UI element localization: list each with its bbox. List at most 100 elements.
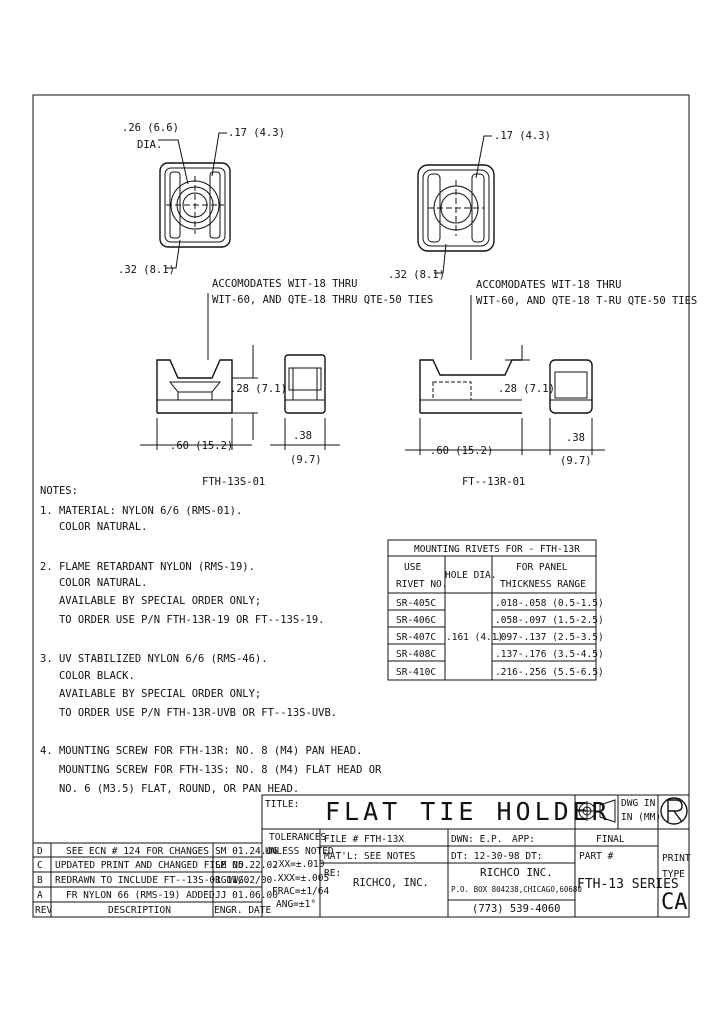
left-height-dim: .28 (7.1) xyxy=(230,383,287,395)
tolerance-line: .XX=±.010 xyxy=(273,859,325,870)
rev-head: REV xyxy=(35,905,52,916)
right-caption: FT--13R-01 xyxy=(462,476,525,488)
note-line: 1. MATERIAL: NYLON 6/6 (RMS-01). xyxy=(40,505,242,517)
company-name: RICHCO INC. xyxy=(480,866,553,879)
desc-head: DESCRIPTION xyxy=(108,905,171,916)
drawn-by: DWN: E.P. xyxy=(451,834,502,845)
note-line: COLOR NATURAL. xyxy=(40,577,147,589)
range-cell: .216-.256 (5.5-6.5) xyxy=(495,667,604,678)
material: MAT'L: SEE NOTES xyxy=(324,851,416,862)
left-top-view xyxy=(159,162,231,248)
left-depth-dim-1: .38 xyxy=(293,430,312,442)
drawing-title: FLAT TIE HOLDER xyxy=(325,797,611,826)
rev-letter: B xyxy=(37,875,43,886)
note-line: TO ORDER USE P/N FTH-13R-UVB OR FT--13S-… xyxy=(40,707,337,719)
left-caption: FTH-13S-01 xyxy=(202,476,265,488)
rivet-cell: SR-410C xyxy=(396,667,436,678)
right-slot-dim: .17 (4.3) xyxy=(494,130,551,142)
note-line: COLOR NATURAL. xyxy=(40,521,147,533)
final-status: FINAL xyxy=(596,834,625,845)
tolerance-line: UNLESS NOTED xyxy=(265,846,334,857)
left-front-view xyxy=(156,345,258,440)
left-accommodates-1: ACCOMODATES WIT-18 THRU xyxy=(212,278,357,290)
range-cell: .137-.176 (3.5-4.5) xyxy=(495,649,604,660)
right-top-view xyxy=(417,164,495,252)
range-col-head: FOR PANEL xyxy=(516,562,568,573)
file-number: FILE # FTH-13X xyxy=(324,834,404,845)
note-line: AVAILABLE BY SPECIAL ORDER ONLY; xyxy=(40,595,261,607)
left-dia-dim-2: DIA. xyxy=(137,139,162,151)
company-address: P.O. BOX 804238,CHICAGO,60680 xyxy=(451,885,582,894)
rev-date: SM 05.22.02 xyxy=(215,860,278,871)
notes-block: NOTES: 1. MATERIAL: NYLON 6/6 (RMS-01). … xyxy=(40,485,382,795)
rev-description: UPDATED PRINT AND CHANGED FILE NO. xyxy=(55,860,249,871)
rivet-col-head: RIVET NO. xyxy=(396,579,447,590)
tolerance-line: .XXX=±.005 xyxy=(272,873,329,884)
note-line: COLOR BLACK. xyxy=(40,670,135,682)
title-block: TITLE: FLAT TIE HOLDER DWG IN IN (MM) FI… xyxy=(261,794,691,918)
title-label: TITLE: xyxy=(265,799,299,810)
range-cell: .058-.097 (1.5-2.5) xyxy=(495,615,604,626)
rivet-cell: SR-405C xyxy=(396,598,436,609)
tolerance-line: ANG=±1° xyxy=(276,899,316,910)
part-number: FTH-13 SERIES xyxy=(577,877,679,892)
note-line: AVAILABLE BY SPECIAL ORDER ONLY; xyxy=(40,688,261,700)
hole-dia-value: .161 (4.1) xyxy=(446,632,503,643)
left-dia-dim: .26 (6.6) xyxy=(122,122,179,134)
note-line: MOUNTING SCREW FOR FTH-13S: NO. 8 (M4) F… xyxy=(40,764,382,776)
re-value: RICHCO, INC. xyxy=(353,877,429,889)
right-side-view xyxy=(549,359,593,414)
projection-symbol-icon xyxy=(577,799,616,823)
left-side-dim: .32 (8.1) xyxy=(118,264,175,276)
print-type-label: PRINT xyxy=(662,853,691,864)
note-line: TO ORDER USE P/N FTH-13R-19 OR FT--13S-1… xyxy=(40,614,324,626)
rev-description: REDRAWN TO INCLUDE FT--13S-01 DWG. xyxy=(55,875,249,886)
rivet-cell: SR-407C xyxy=(396,632,436,643)
right-accommodates-2: WIT-60, AND QTE-18 T-RU QTE-50 TIES xyxy=(476,295,697,307)
left-width-dim: .60 (15.2) xyxy=(170,440,233,452)
tolerance-line: TOLERANCES xyxy=(269,832,326,843)
right-accommodates-1: ACCOMODATES WIT-18 THRU xyxy=(476,279,621,291)
rev-description: SEE ECN # 124 FOR CHANGES xyxy=(66,846,209,857)
date-head: ENGR. DATE xyxy=(214,905,271,916)
rev-letter: D xyxy=(37,846,43,857)
rivet-cell: SR-408C xyxy=(396,649,436,660)
right-height-dim: .28 (7.1) xyxy=(498,383,555,395)
left-accommodates-2: WIT-60, AND QTE-18 THRU QTE-50 TIES xyxy=(212,294,433,306)
right-depth-dim-1: .38 xyxy=(566,432,585,444)
tolerance-line: FRAC=±1/64 xyxy=(272,886,329,897)
right-front-view xyxy=(419,345,530,414)
range-cell: .018-.058 (0.5-1.5) xyxy=(495,598,604,609)
note-line: NO. 6 (M3.5) FLAT, ROUND, OR PAN HEAD. xyxy=(40,783,299,795)
rev-date: JJ 01.06.00 xyxy=(215,890,278,901)
right-width-dim: .60 (15.2) xyxy=(430,445,493,457)
rev-date: SM 01.24.06 xyxy=(215,846,278,857)
notes-heading: NOTES: xyxy=(40,485,78,497)
richco-logo-icon xyxy=(660,797,688,825)
print-type-label-2: TYPE xyxy=(662,869,685,880)
rivet-table: MOUNTING RIVETS FOR - FTH-13R USE RIVET … xyxy=(387,539,604,681)
hole-col-head: HOLE DIA. xyxy=(445,570,496,581)
rivet-cell: SR-406C xyxy=(396,615,436,626)
right-side-dim: .32 (8.1) xyxy=(388,269,445,281)
re-label: RE: xyxy=(324,868,341,879)
rev-date: RG11/02/00 xyxy=(215,875,272,886)
approved-by: APP: xyxy=(512,834,535,845)
revision-block: D SEE ECN # 124 FOR CHANGES SM 01.24.06 … xyxy=(32,842,278,918)
dwg-in-mm: IN (MM) xyxy=(621,812,661,823)
print-type-value: CA xyxy=(661,890,688,915)
right-depth-dim-2: (9.7) xyxy=(560,455,592,467)
drawing-date: DT: 12-30-98 DT: xyxy=(451,851,543,862)
left-side-view xyxy=(284,354,326,414)
rev-description: FR NYLON 66 (RMS-19) ADDED xyxy=(66,890,215,901)
rivet-table-title: MOUNTING RIVETS FOR - FTH-13R xyxy=(414,544,580,555)
range-cell: .097-.137 (2.5-3.5) xyxy=(495,632,604,643)
left-depth-dim-2: (9.7) xyxy=(290,454,322,466)
note-line: 3. UV STABILIZED NYLON 6/6 (RMS-46). xyxy=(40,653,268,665)
left-slot-dim: .17 (4.3) xyxy=(228,127,285,139)
note-line: 4. MOUNTING SCREW FOR FTH-13R: NO. 8 (M4… xyxy=(40,745,362,757)
range-col-head: THICKNESS RANGE xyxy=(500,579,586,590)
part-label: PART # xyxy=(579,851,614,862)
company-phone: (773) 539-4060 xyxy=(472,903,561,915)
